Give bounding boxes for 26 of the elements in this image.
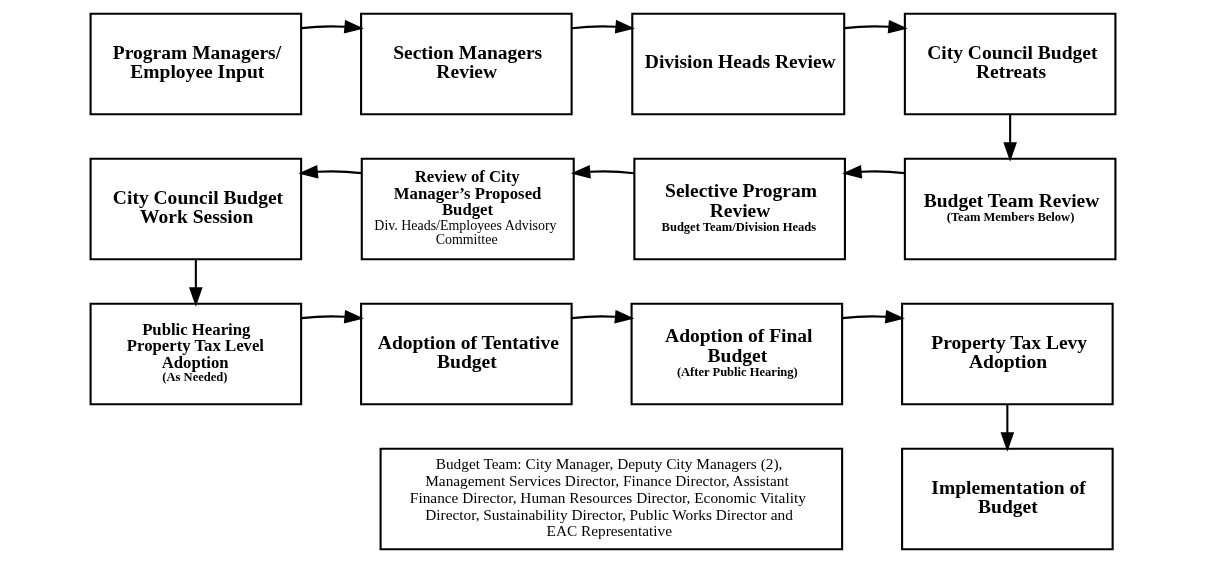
node-box: City Council Budget Retreats: [903, 12, 1116, 116]
node-box: Adoption of Tentative Budget: [359, 302, 573, 406]
arrow: [1000, 404, 1014, 452]
node-box: Division Heads Review: [630, 12, 845, 116]
arrow: [570, 164, 634, 179]
node-box: Section Managers Review: [359, 12, 573, 116]
arrow: [841, 309, 905, 324]
arrow: [843, 19, 908, 34]
node-box: Budget Team Review (Team Members Below): [903, 157, 1116, 261]
arrow: [300, 309, 364, 324]
arrow: [300, 19, 364, 34]
node-box: Implementation of Budget: [900, 447, 1114, 551]
node-box: Adoption of Final Budget (After Public Hearing): [630, 302, 843, 406]
node-box: Budget Team: City Manager, Deputy City Managers (2), Management Services Director, Finance Director, Assistant Finance Director, Human Resources Director, Economic Vitality Director, Sustainability Director, Public Works Director and EAC Representative: [379, 447, 843, 551]
node-box: Selective Program Review Budget Team/Division Heads: [632, 157, 846, 261]
arrow: [571, 309, 634, 324]
arrow: [1002, 114, 1017, 162]
arrow: [297, 164, 361, 179]
node-box: City Council Budget Work Session: [89, 157, 302, 261]
node-box: Program Managers/ Employee Input: [89, 12, 302, 116]
node-box: Public Hearing Property Tax Level Adoption (As Needed): [89, 302, 302, 406]
arrow: [188, 259, 203, 307]
arrow: [571, 19, 635, 34]
node-box: Property Tax Levy Adoption: [900, 302, 1114, 406]
node-box: Review of City Manager’s Proposed Budget Div. Heads/Employees Advisory Committee: [360, 157, 575, 261]
arrow: [841, 164, 905, 179]
